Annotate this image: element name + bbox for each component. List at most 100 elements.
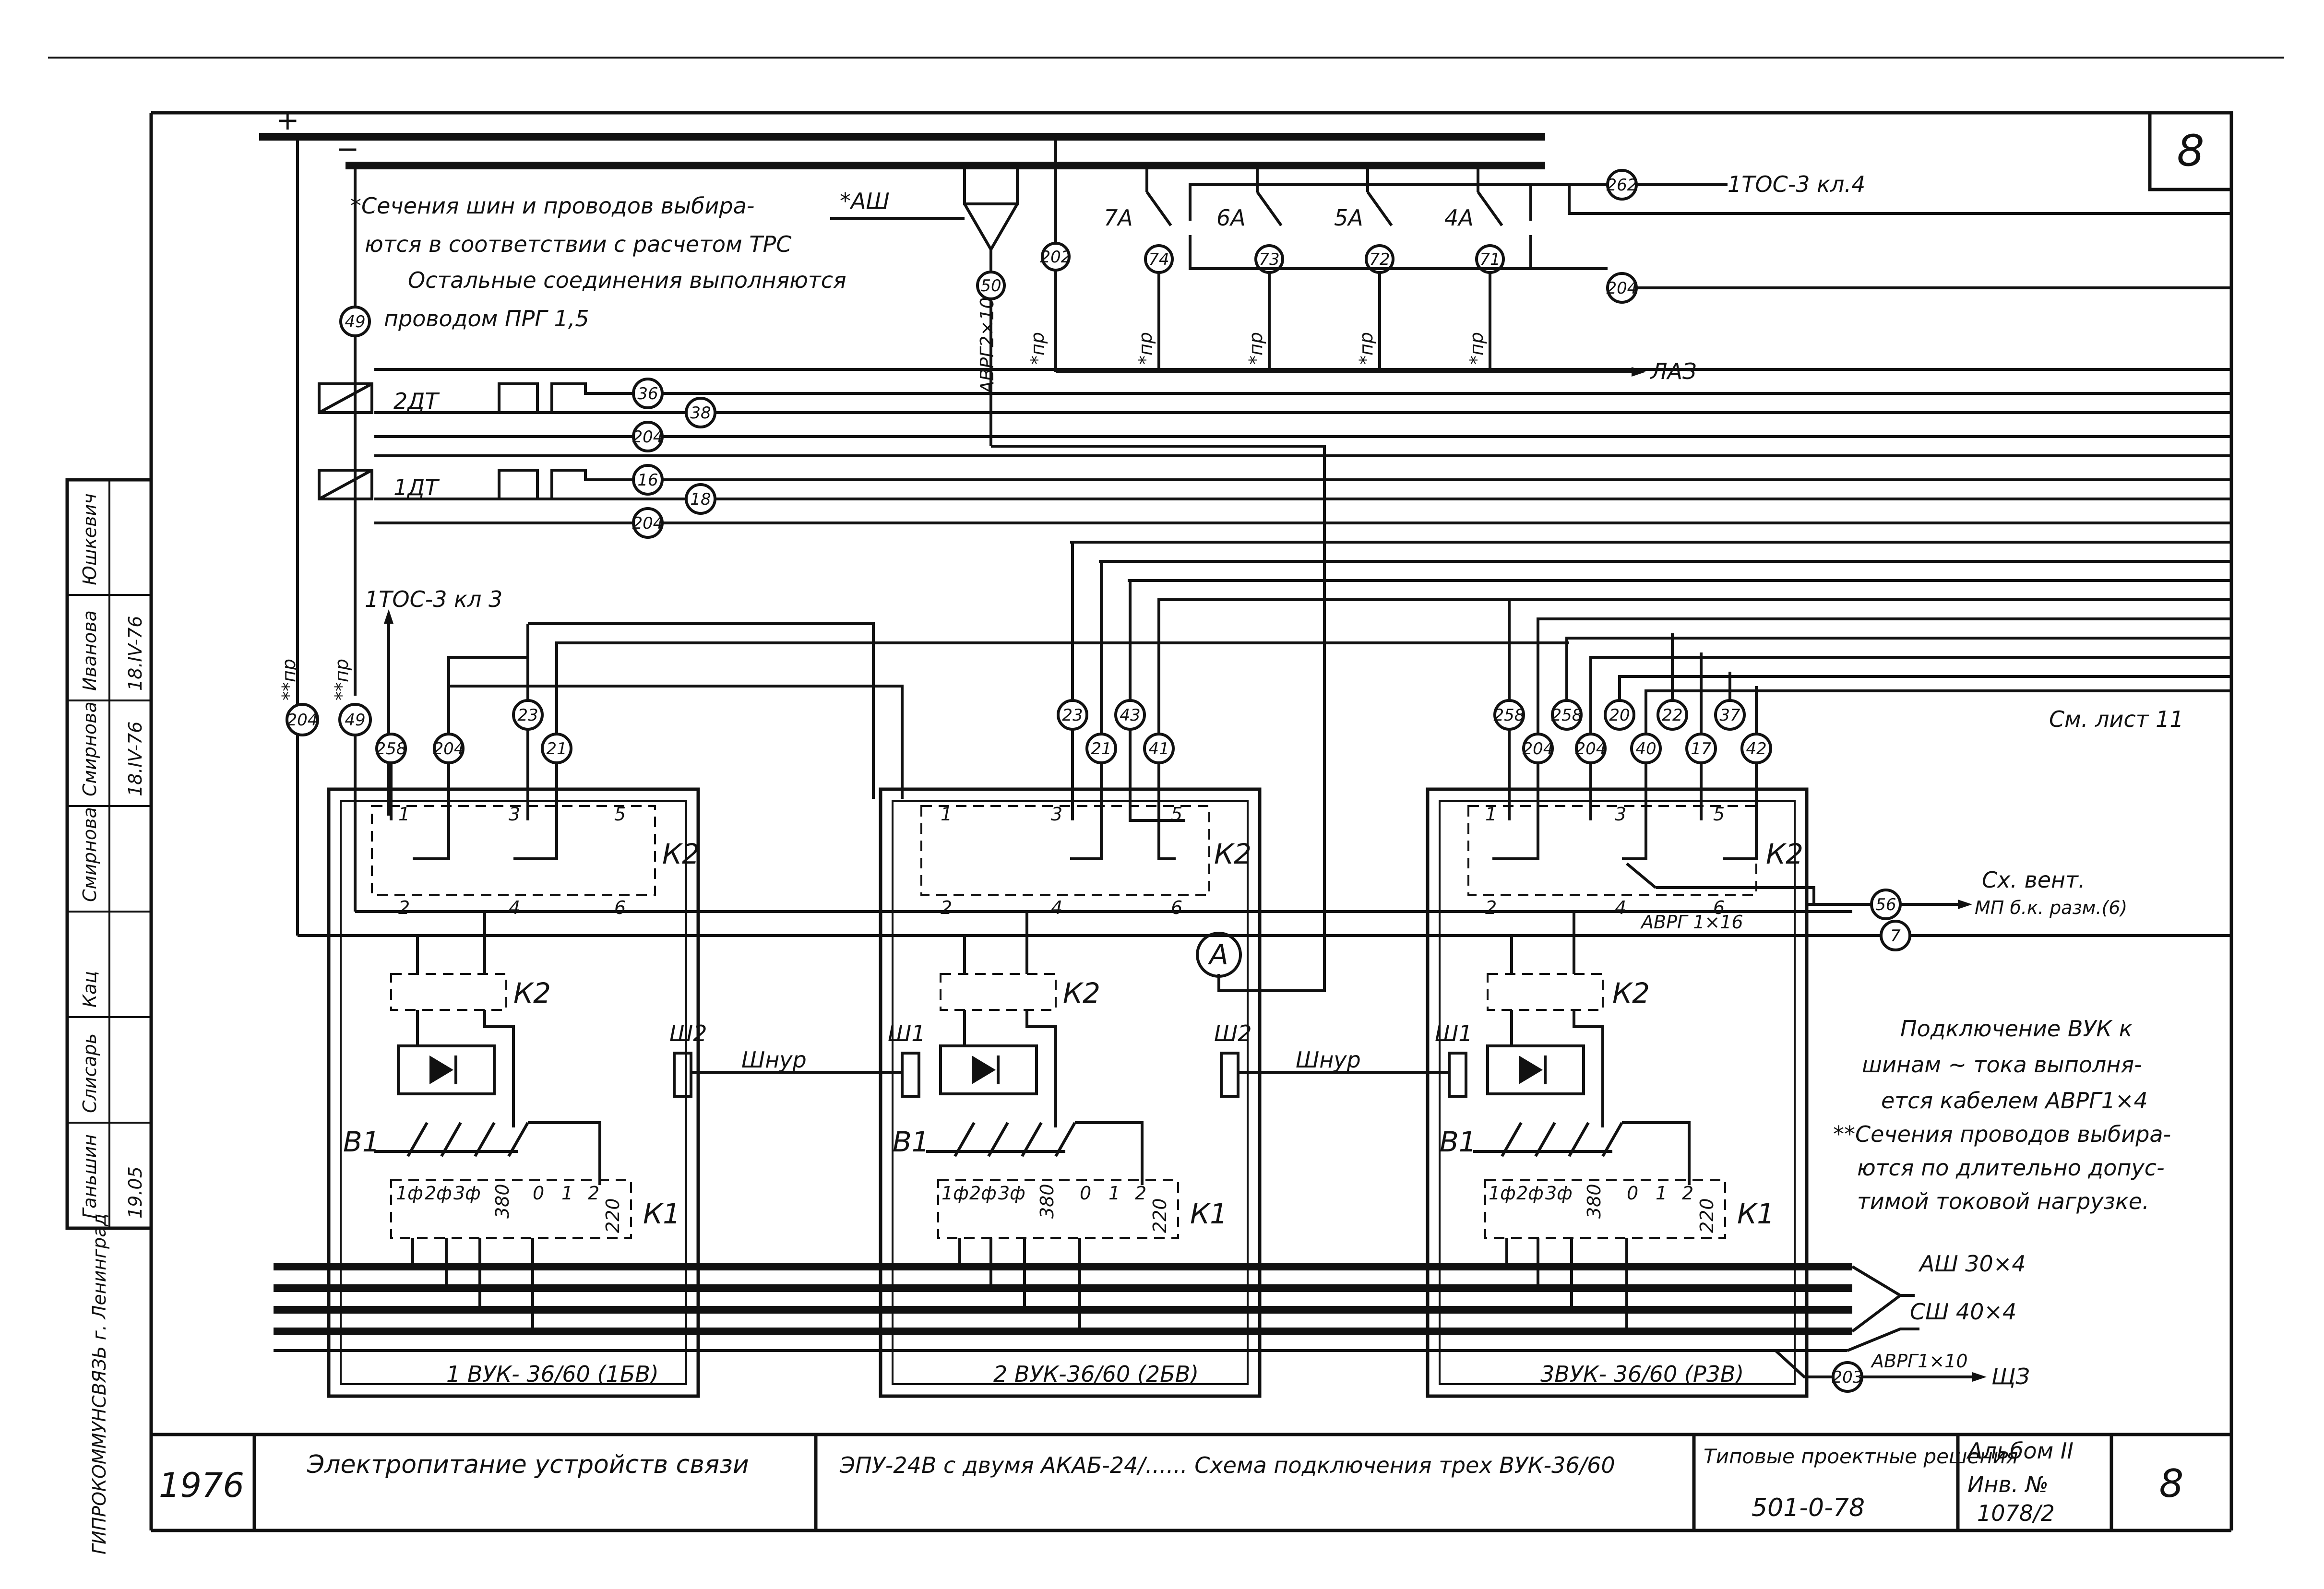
- v2-k1-1: 1: [1108, 1183, 1120, 1204]
- stamp-name-2: Слисарь: [79, 1033, 100, 1113]
- v3-k1-3f: 3ф: [1545, 1183, 1573, 1204]
- v3-drop-2: [1492, 763, 1539, 860]
- wire-mark-v2-21-text: 21: [1091, 739, 1111, 759]
- v3-riser-2: [1537, 617, 1555, 734]
- stamp-date-2: 18.IV-76: [125, 722, 146, 796]
- stamp-name-6: Иванова: [79, 610, 100, 691]
- wire-mark-v3-20-text: 20: [1609, 706, 1630, 725]
- wire-mark-7-text: 7: [1890, 926, 1901, 946]
- w56-arrow: [1958, 900, 1972, 909]
- v3-riser-3: [1565, 637, 1603, 700]
- wire-note-2: ются по длительно допус-: [1857, 1155, 2165, 1181]
- cable-avrg2x10: АВРГ2×10: [977, 297, 998, 395]
- vuk-unit-3: 258 258 20 22 37 204 204 40 17 42: [1426, 600, 2231, 1398]
- see-sheet-note: См. лист 11: [2049, 706, 2184, 732]
- v3-k1-1f: 1ф: [1489, 1183, 1516, 1204]
- v2-k2-t6: 6: [1171, 897, 1182, 918]
- v1-k1-1: 1: [561, 1183, 573, 1204]
- vent-label-2: МП б.к. разм.(6): [1975, 897, 2127, 918]
- wire-mark-49b-text: 49: [345, 711, 365, 730]
- wire-mark-v2-43-text: 43: [1120, 706, 1140, 725]
- vuk-1-label: 1 ВУК- 36/60 (1БВ): [446, 1361, 659, 1387]
- v2-k1-380: 380: [1037, 1184, 1058, 1219]
- wire-mark-203-text: 203: [1832, 1368, 1863, 1387]
- wire-mark-204b-text: 204: [632, 427, 664, 447]
- tos3-kl4-label: 1ТОС-3 кл.4: [1728, 171, 1865, 197]
- w203-lead: [1774, 1349, 1833, 1378]
- wire-mark-16-text: 16: [637, 471, 658, 490]
- v1-k1-1f: 1ф: [396, 1183, 423, 1204]
- v1-b1-out: [528, 1121, 601, 1185]
- v3-b1-sw1: [1501, 1122, 1523, 1157]
- wire-mark-v2-41-text: 41: [1148, 739, 1169, 759]
- v1-k1-terminal-box: [390, 1179, 632, 1239]
- v1-k2-dc-label: К2: [513, 977, 551, 1009]
- note-bus-3: Остальные соединения выполняются: [408, 267, 846, 293]
- wire-mark-36-text: 36: [637, 384, 658, 403]
- v2-rectifier: [939, 1044, 1038, 1095]
- v2-k2-dc-label: К2: [1063, 977, 1100, 1009]
- avrg1x10-label: АВРГ1×10: [1870, 1351, 1968, 1372]
- v3-b1-sw2: [1534, 1122, 1556, 1157]
- wire-mark-204d-text: 204: [287, 711, 318, 730]
- v3-k2-t6: 6: [1713, 897, 1725, 918]
- vuk-note-2: шинам ~ тока выполня-: [1862, 1052, 2142, 1078]
- page-number: 8: [2177, 126, 2204, 176]
- note-bus-1: *Сечения шин и проводов выбира-: [350, 193, 754, 219]
- v2-k1-2: 2: [1135, 1183, 1146, 1204]
- cord-sh1-mid-label: Ш1: [888, 1020, 925, 1046]
- wire-mark-262-text: 262: [1607, 176, 1638, 195]
- v3-b1-out: [1622, 1121, 1691, 1185]
- wire-mark-v3-40-text: 40: [1635, 739, 1656, 759]
- v1-k1-2f: 2ф: [425, 1183, 452, 1204]
- pr-mark-202: *пр: [1027, 332, 1048, 365]
- v2-b1-sw1: [953, 1122, 976, 1157]
- wire-mark-36: [632, 378, 664, 409]
- vuk-1-inner: [340, 800, 687, 1385]
- wire-mark-v3-17-text: 17: [1691, 739, 1712, 759]
- vuk-1-outline: [327, 787, 700, 1398]
- avrg1x16-leader: [1626, 862, 1657, 889]
- v1-k1-3f: 3ф: [453, 1183, 481, 1204]
- v3-k1-2: 2: [1682, 1183, 1693, 1204]
- title-album: Альбом II: [1966, 1438, 2074, 1464]
- wire-mark-71-text: 71: [1479, 250, 1500, 269]
- v1-b1-label: В1: [343, 1126, 380, 1158]
- title-subject: Электропитание устройств связи: [307, 1450, 749, 1479]
- vuk-3-outline: [1426, 787, 1809, 1398]
- title-series-number: 501-0-78: [1752, 1494, 1865, 1522]
- vuk-2-inner: [892, 800, 1249, 1385]
- relay-1dt-coil: [318, 469, 373, 500]
- vuk-2-label: 2 ВУК-36/60 (2БВ): [993, 1361, 1199, 1387]
- sh40-leader: [1847, 1328, 1919, 1352]
- cord-socket-sh2-left: [673, 1052, 692, 1098]
- wire-note-1: **Сечения проводов выбира-: [1833, 1121, 2171, 1147]
- cord-socket-sh1-right: [1448, 1052, 1467, 1098]
- v1-wire-d: [528, 622, 875, 799]
- v2-k2-t2: 2: [941, 897, 952, 918]
- v2-rect-link-b: [1025, 1010, 1057, 1127]
- v3-k1-0: 0: [1627, 1183, 1638, 1204]
- v3-k2-t3: 3: [1615, 804, 1626, 825]
- fuse-bridge-bottom: [1189, 235, 1532, 270]
- fuse-5a-blade: [1366, 191, 1393, 226]
- v1-k2-t1: 1: [398, 804, 410, 825]
- v2-k2-t5: 5: [1171, 804, 1182, 825]
- v1-k1-0: 0: [533, 1183, 544, 1204]
- ac-bus-fan: [1851, 1265, 1903, 1333]
- v2-k2-t4: 4: [1051, 897, 1062, 918]
- v2-k1-1f: 1ф: [942, 1183, 969, 1204]
- v2-k2-label: К2: [1214, 838, 1251, 870]
- wire-mark-72-text: 72: [1369, 250, 1390, 269]
- wire-mark-73-text: 73: [1259, 250, 1279, 269]
- v1-wire-e: [449, 685, 904, 799]
- title-sheet-number: 8: [2159, 1461, 2184, 1506]
- v1-k2-t3: 3: [509, 804, 520, 825]
- v1-wire-c: [555, 641, 1569, 734]
- v2-k1-terminal-box: [937, 1179, 1179, 1239]
- v3-k1-label: К1: [1737, 1198, 1775, 1230]
- v2-drop-2: [1070, 763, 1103, 860]
- bus-minus-label: −: [336, 132, 359, 165]
- fuse-7a-blade: [1145, 191, 1172, 226]
